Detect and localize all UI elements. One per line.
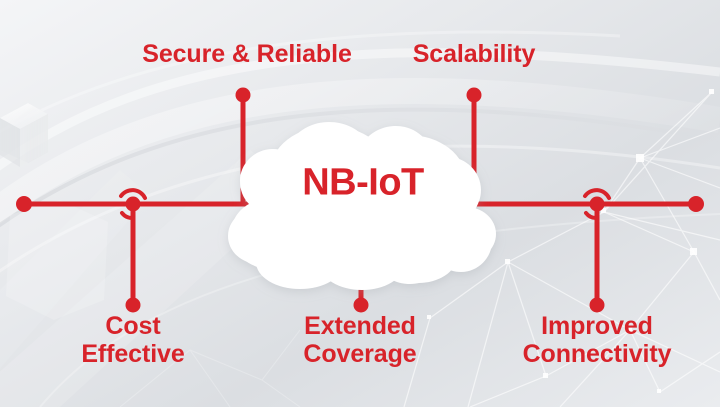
dot-cost <box>125 297 141 313</box>
cloud-shape <box>228 122 496 290</box>
background-light-band <box>0 150 300 407</box>
dot-left-end <box>16 196 32 212</box>
cube-shape <box>0 103 48 167</box>
junction-arc-right <box>583 188 611 200</box>
network-mesh-left <box>119 329 301 407</box>
junction-arcs <box>119 188 611 220</box>
label-cost-effective: Cost Effective <box>81 312 185 368</box>
label-extended-coverage: Extended Coverage <box>303 312 417 368</box>
dot-junction-right <box>589 196 605 212</box>
dot-extended <box>353 297 369 313</box>
label-improved-connectivity: Improved Connectivity <box>522 312 672 368</box>
cloud-center-title: NB-IoT <box>302 161 424 204</box>
dot-right-end <box>688 196 704 212</box>
network-mesh <box>403 91 720 407</box>
hexagon-shape <box>6 200 108 320</box>
junction-arc-left <box>119 188 147 200</box>
dot-scalability <box>466 87 482 103</box>
label-scalability: Scalability <box>412 40 536 68</box>
junction-arc-right-lower <box>584 211 599 220</box>
dot-secure <box>235 87 251 103</box>
junction-arc-left-lower <box>120 211 135 220</box>
connector-dots <box>16 87 704 313</box>
dot-improved <box>589 297 605 313</box>
network-mesh-nodes <box>427 89 714 393</box>
dot-junction-left <box>125 196 141 212</box>
label-secure-reliable: Secure & Reliable <box>142 40 352 68</box>
